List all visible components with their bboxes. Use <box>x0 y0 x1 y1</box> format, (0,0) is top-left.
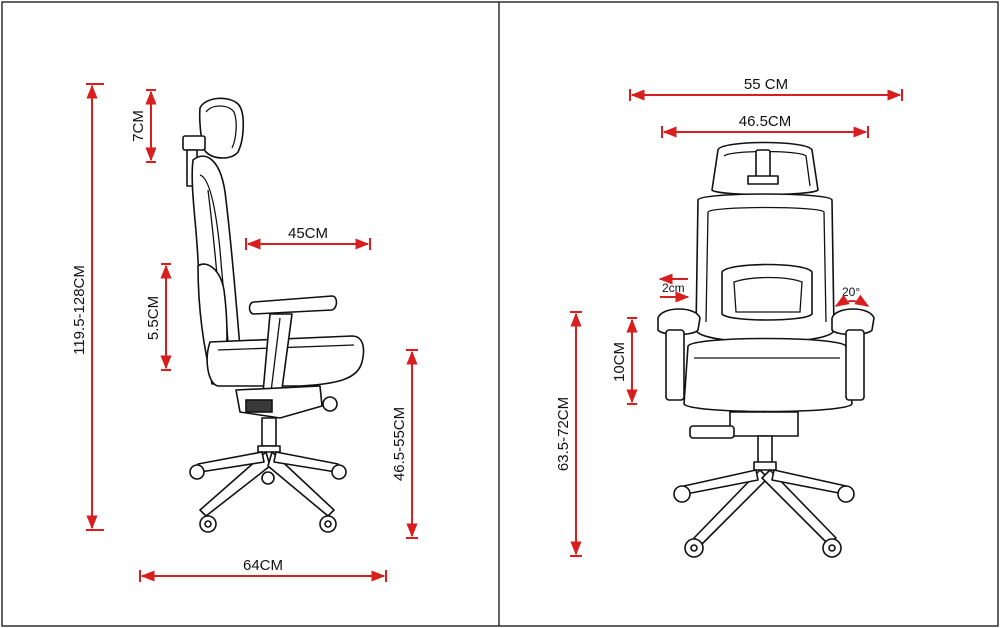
armrest-height-label: 10CM <box>611 342 628 382</box>
front-view-panel: 55 CM 46.5CM 2cm 20° 10CM <box>555 76 903 558</box>
side-caster <box>261 471 275 485</box>
side-caster <box>331 464 347 480</box>
front-caster <box>673 485 691 503</box>
front-caster <box>684 538 704 558</box>
side-view-panel: 119.5-128CM 7CM 5.5CM 45CM 4 <box>71 83 418 582</box>
dim-armrest-rotate: 20° <box>834 285 870 307</box>
dim-overall-width: 55 CM <box>629 76 903 101</box>
dim-seat-depth: 45CM <box>245 225 371 250</box>
lumbar-adjust-label: 5.5CM <box>145 296 162 340</box>
front-chair-drawing <box>657 141 875 558</box>
armrest-slide-label: 2cm <box>662 281 685 295</box>
dim-base-width: 64CM <box>139 557 387 582</box>
dim-lumbar-adjust: 5.5CM <box>145 263 172 371</box>
dim-armrest-floor-height: 63.5-72CM <box>555 311 582 557</box>
total-height-label: 119.5-128CM <box>71 265 88 355</box>
seat-depth-label: 45CM <box>288 225 328 242</box>
dim-total-height: 119.5-128CM <box>71 83 104 531</box>
dim-armrest-height: 10CM <box>611 317 638 405</box>
overall-width-label: 55 CM <box>744 76 788 93</box>
dim-seat-height: 46.5-55CM <box>391 349 418 539</box>
armrest-floor-height-label: 63.5-72CM <box>555 397 572 471</box>
dim-headrest-adjust: 7CM <box>130 89 157 163</box>
dim-armrest-slide: 2cm <box>658 273 690 303</box>
seat-width-label: 46.5CM <box>739 113 792 130</box>
seat-height-label: 46.5-55CM <box>391 407 408 481</box>
side-caster <box>189 464 205 480</box>
side-chair-drawing <box>182 97 365 533</box>
front-caster <box>837 485 855 503</box>
side-caster <box>199 515 217 533</box>
front-caster <box>822 538 842 558</box>
armrest-rotate-label: 20° <box>842 285 860 299</box>
side-caster <box>319 515 337 533</box>
dim-seat-width: 46.5CM <box>661 113 869 138</box>
base-width-label: 64CM <box>243 557 283 574</box>
headrest-adjust-label: 7CM <box>130 110 147 142</box>
